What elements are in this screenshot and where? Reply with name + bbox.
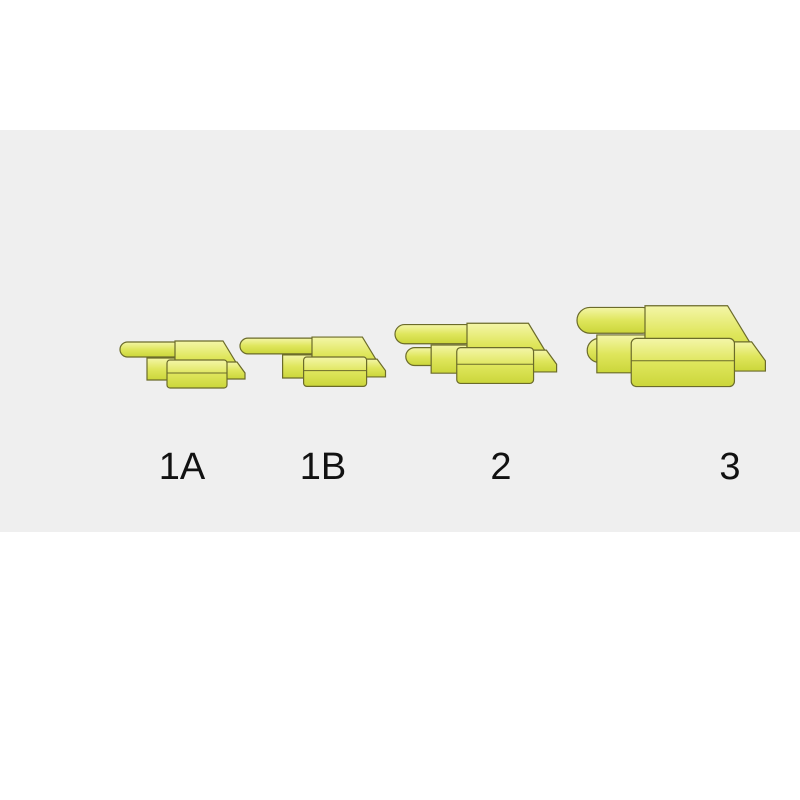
connector-2 xyxy=(394,322,558,385)
pin xyxy=(576,306,656,334)
label-2: 2 xyxy=(490,446,512,488)
connector-1b xyxy=(239,336,387,387)
body xyxy=(630,337,736,388)
pin xyxy=(394,323,476,345)
connector-1a xyxy=(119,340,246,389)
label-1a: 1A xyxy=(158,446,206,488)
label-1b: 1B xyxy=(299,446,347,488)
right-flange xyxy=(530,349,558,373)
label-3: 3 xyxy=(719,446,741,488)
body xyxy=(166,359,228,389)
pin xyxy=(119,341,182,358)
connector-3 xyxy=(576,305,766,388)
body xyxy=(456,346,535,385)
right-flange xyxy=(363,358,387,378)
right-flange xyxy=(730,341,766,372)
body xyxy=(302,356,368,387)
pin xyxy=(239,337,319,355)
right-flange xyxy=(224,361,246,380)
